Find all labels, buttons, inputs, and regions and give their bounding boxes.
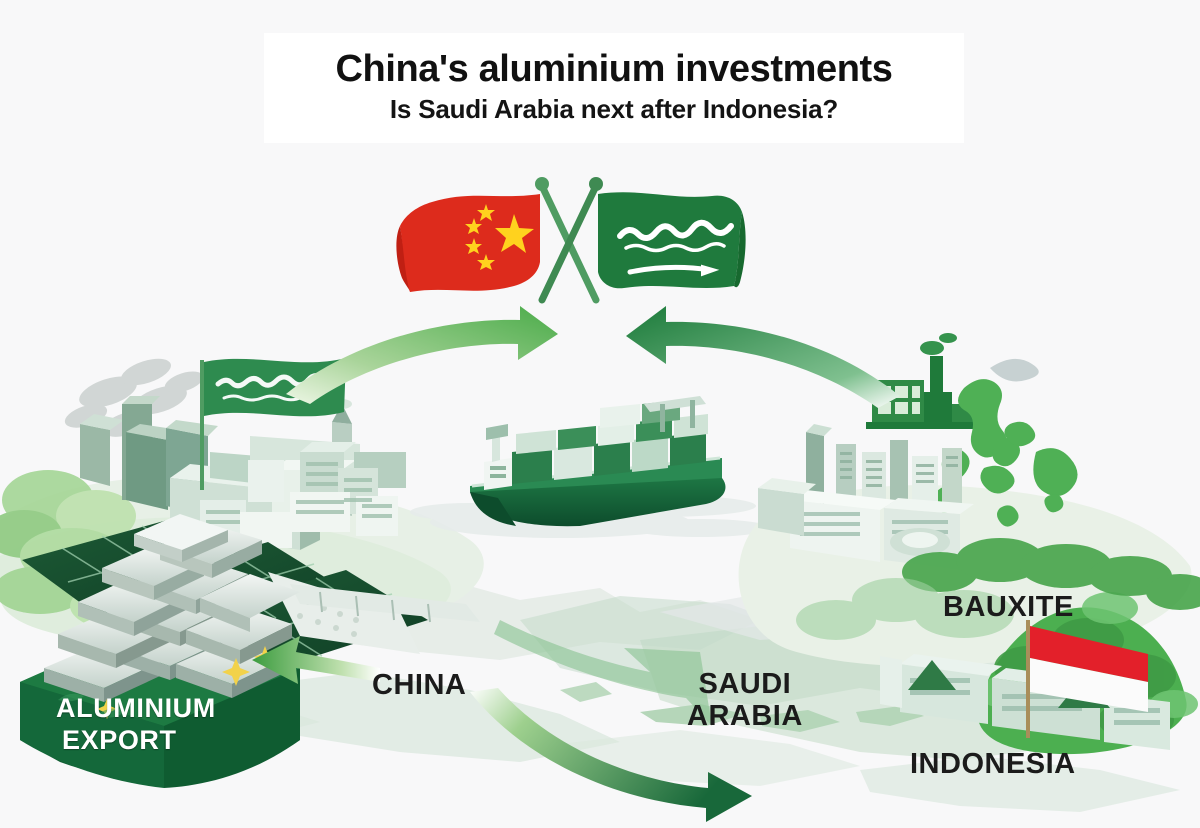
indonesia-bauxite-region [738,333,1200,755]
label-saudi-line2: ARABIA [687,700,803,733]
arrow-saudi-to-flags [286,306,558,404]
ship-crane [644,396,706,432]
saudi-flag [598,192,746,289]
title-plate: China's aluminium investments Is Saudi A… [264,33,964,143]
arrow-indonesia-to-flags [626,306,900,408]
aluminium-ingot-stack [20,514,300,788]
saudi-sword [627,264,720,277]
ship-bridge [484,424,512,490]
pier [290,584,480,623]
label-china: CHINA [372,669,467,701]
label-saudi-line1: SAUDI [698,668,792,700]
label-export: EXPORT [62,725,177,755]
flag-poles [535,177,603,304]
arrow-down-to-indonesia [494,620,712,726]
ingot-rows [44,514,300,702]
arrow-china-to-export [252,636,380,684]
arrow-china-to-saudi [470,688,752,822]
right-city-blocks [758,424,974,570]
platform-emblems [58,693,126,718]
crossed-flags-group [396,177,746,304]
indonesia-flag [1026,620,1148,738]
page-subtitle: Is Saudi Arabia next after Indonesia? [389,94,839,125]
china-flag [396,194,540,292]
label-aluminium: ALUMINIUM [56,693,216,723]
forest-canopy-pale [796,578,1014,640]
label-bauxite: BAUXITE [943,591,1074,623]
page-title: China's aluminium investments [335,48,893,91]
china-flag-stars [465,204,534,270]
label-saudi-arabia: SAUDI ARABIA [687,668,803,733]
forest-canopy [902,538,1200,610]
label-indonesia: INDONESIA [910,748,1076,780]
container-ship [410,396,770,538]
saudi-shahada-script [617,219,734,253]
